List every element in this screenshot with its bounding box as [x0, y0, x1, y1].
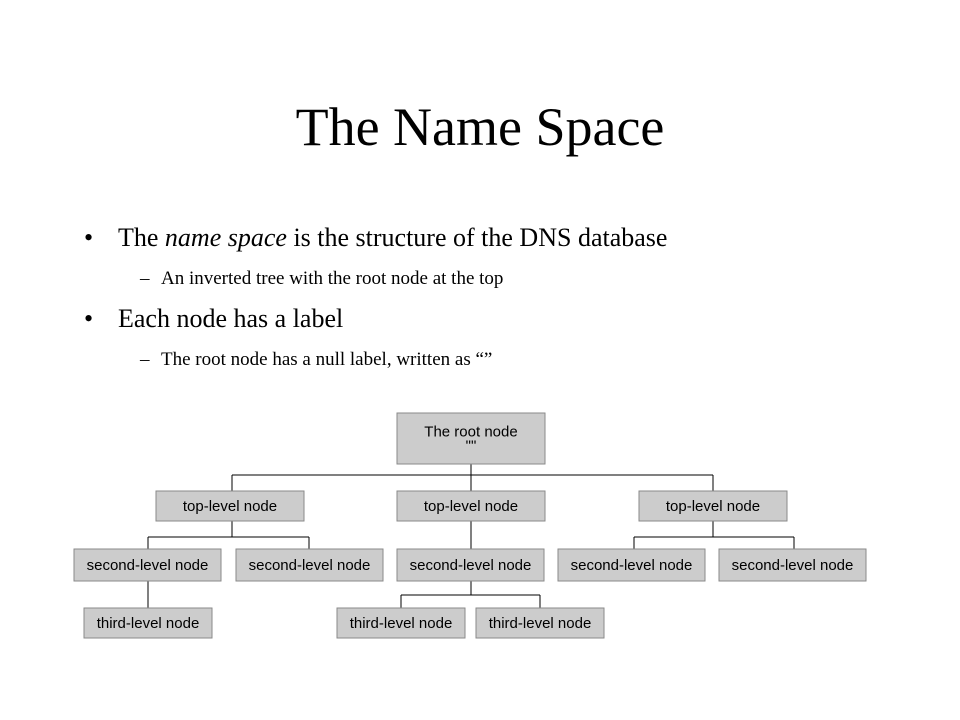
- bullet1-emphasis: name space: [164, 223, 287, 252]
- second-level-node: second-level node: [235, 548, 384, 582]
- sub1-text: An inverted tree with the root node at t…: [161, 268, 504, 289]
- bullet1-prefix: The: [118, 223, 165, 252]
- node-box: [638, 490, 788, 522]
- node-label: second-level node: [249, 557, 371, 574]
- second-level-node: second-level node: [396, 548, 545, 582]
- sub-bullet-root-null-label: –The root node has a null label, written…: [140, 348, 492, 372]
- node-label: third-level node: [489, 615, 592, 632]
- sub2-text: The root node has a null label, written …: [161, 349, 493, 370]
- node-box: [396, 490, 546, 522]
- top-level-node: top-level node: [396, 490, 546, 522]
- top-level-node: top-level node: [638, 490, 788, 522]
- node-label: top-level node: [424, 498, 518, 515]
- sub-bullet-glyph: –: [140, 349, 150, 370]
- node-box: [155, 490, 305, 522]
- node-label: third-level node: [350, 615, 453, 632]
- node-label: second-level node: [87, 557, 209, 574]
- node-label: third-level node: [97, 615, 200, 632]
- third-level-node: third-level node: [83, 607, 213, 639]
- node-label: top-level node: [666, 498, 760, 515]
- bullet-glyph: •: [84, 304, 94, 333]
- node-box: [235, 548, 384, 582]
- node-box: [557, 548, 706, 582]
- third-level-node: third-level node: [475, 607, 605, 639]
- node-box: [475, 607, 605, 639]
- second-level-node: second-level node: [718, 548, 867, 582]
- node-box: [73, 548, 222, 582]
- bullet1-suffix: is the structure of the DNS database: [286, 223, 668, 252]
- bullet-glyph: •: [84, 223, 94, 252]
- node-label: "": [466, 438, 477, 455]
- second-level-node: second-level node: [73, 548, 222, 582]
- node-label: second-level node: [732, 557, 854, 574]
- sub-bullet-inverted-tree: –An inverted tree with the root node at …: [140, 267, 503, 291]
- slide-title: The Name Space: [295, 97, 665, 157]
- node-label: second-level node: [571, 557, 693, 574]
- third-level-node: third-level node: [336, 607, 466, 639]
- node-label: top-level node: [183, 498, 277, 515]
- second-level-node: second-level node: [557, 548, 706, 582]
- node-box: [83, 607, 213, 639]
- node-box: [718, 548, 867, 582]
- node-box: [396, 412, 546, 465]
- node-label: The root node: [424, 424, 517, 441]
- bullet2-text: Each node has a label: [118, 304, 344, 333]
- node-label: second-level node: [410, 557, 532, 574]
- sub-bullet-glyph: –: [140, 268, 150, 289]
- bullet-node-label: • Each node has a label: [84, 303, 343, 335]
- root-node: The root node"": [396, 412, 546, 465]
- top-level-node: top-level node: [155, 490, 305, 522]
- node-box: [336, 607, 466, 639]
- node-box: [396, 548, 545, 582]
- bullet-name-space: • The name space is the structure of the …: [84, 222, 667, 254]
